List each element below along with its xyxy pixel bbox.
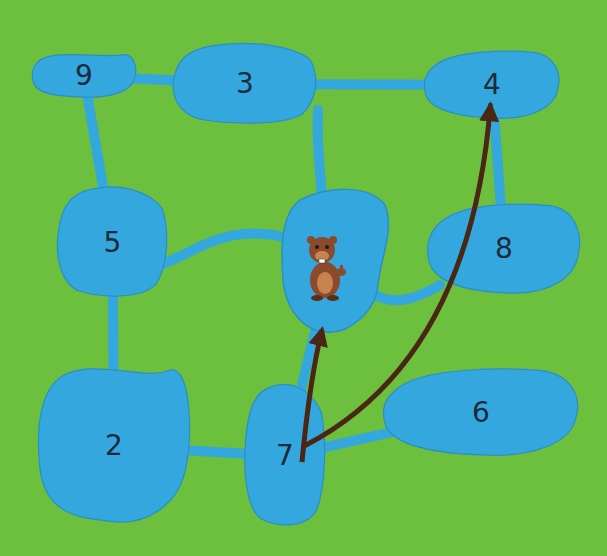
pond-number: 5 bbox=[104, 229, 122, 257]
beaver-figure bbox=[307, 236, 346, 301]
pond: 2 bbox=[35, 360, 193, 532]
channel bbox=[108, 291, 119, 373]
channel bbox=[87, 96, 104, 194]
pond-number: 8 bbox=[495, 235, 513, 263]
center-pond bbox=[282, 189, 388, 332]
pond-number: 7 bbox=[276, 442, 294, 470]
pond: 9 bbox=[30, 52, 138, 100]
pond: 7 bbox=[243, 382, 327, 530]
pond-number: 9 bbox=[75, 62, 93, 90]
route-arrow bbox=[305, 105, 490, 445]
pond-number: 4 bbox=[483, 71, 501, 99]
channel bbox=[494, 116, 501, 207]
channel bbox=[181, 450, 249, 454]
channel bbox=[309, 79, 433, 90]
pond-number: 3 bbox=[236, 70, 254, 98]
channel bbox=[318, 110, 322, 205]
pond: 5 bbox=[55, 185, 170, 300]
pond: 3 bbox=[170, 42, 320, 126]
pond: 6 bbox=[380, 365, 582, 460]
center-channels bbox=[160, 110, 440, 395]
channel bbox=[160, 233, 295, 265]
pond-number: 2 bbox=[105, 432, 123, 460]
pond-number: 6 bbox=[472, 399, 490, 427]
channel bbox=[375, 285, 440, 300]
